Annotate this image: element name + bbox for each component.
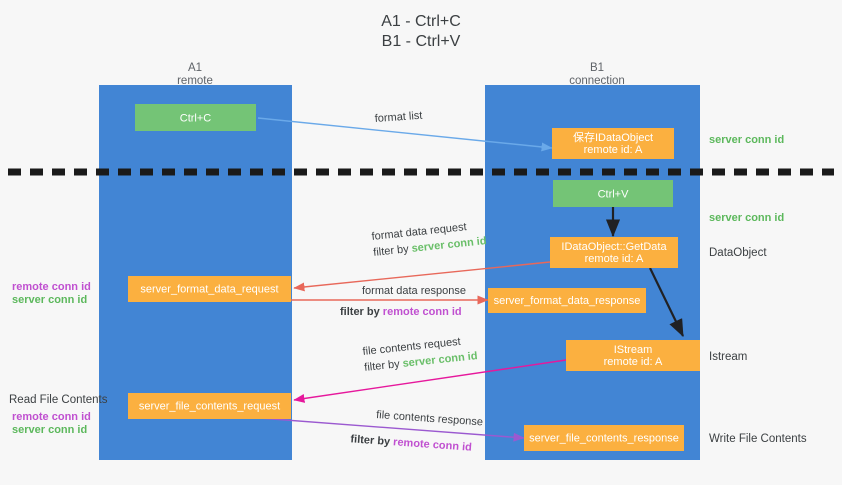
node-istream-line1: IStream	[614, 344, 653, 356]
node-ctrl-v-label: Ctrl+V	[598, 189, 630, 201]
right-label-istream: Istream	[709, 351, 747, 363]
node-server-format-data-response[interactable]: server_format_data_response	[488, 288, 646, 313]
title-line-2: B1 - Ctrl+V	[382, 33, 461, 50]
node-save-idataobject-line2: remote id: A	[584, 144, 643, 156]
node-server-format-data-response-label: server_format_data_response	[494, 295, 641, 307]
node-server-file-contents-response[interactable]: server_file_contents_response	[524, 425, 684, 451]
arrow-file-contents-request	[293, 359, 567, 403]
node-ctrl-c-label: Ctrl+C	[180, 113, 212, 125]
node-ctrl-v[interactable]: Ctrl+V	[553, 180, 673, 207]
edge-filter-format-data-response: filter by remote conn id	[340, 306, 462, 318]
left-label-remote-conn-id-1: remote conn id	[12, 281, 91, 293]
right-label-server-conn-id-top: server conn id	[709, 134, 784, 146]
node-getdata[interactable]: IDataObject::GetData remote id: A	[550, 237, 678, 268]
node-ctrl-c[interactable]: Ctrl+C	[135, 104, 256, 131]
arrow-getdata-to-istream	[649, 267, 684, 337]
right-label-write-file-contents: Write File Contents	[709, 433, 807, 445]
node-server-file-contents-request[interactable]: server_file_contents_request	[128, 393, 291, 419]
node-server-file-contents-request-label: server_file_contents_request	[139, 401, 280, 413]
title-line-1: A1 - Ctrl+C	[381, 13, 461, 30]
edge-label-format-list: format list	[374, 110, 422, 125]
node-save-idataobject[interactable]: 保存IDataObject remote id: A	[552, 128, 674, 159]
node-server-format-data-request[interactable]: server_format_data_request	[128, 276, 291, 302]
edge-filter-file-contents-response: filter by remote conn id	[350, 433, 472, 453]
left-label-remote-conn-id-2: remote conn id	[12, 411, 91, 423]
left-label-server-conn-id-1: server conn id	[12, 294, 87, 306]
lane-a1-title: A1	[188, 62, 202, 74]
lane-a1-subtitle: remote	[177, 75, 213, 87]
node-getdata-line2: remote id: A	[585, 253, 644, 265]
node-getdata-line1: IDataObject::GetData	[561, 241, 667, 253]
lane-b1-title: B1	[590, 62, 604, 74]
right-label-dataobject: DataObject	[709, 247, 767, 259]
lane-b1-subtitle: connection	[569, 75, 625, 87]
edge-label-format-data-response: format data response	[362, 285, 466, 297]
node-save-idataobject-line1: 保存IDataObject	[573, 130, 653, 144]
node-istream[interactable]: IStream remote id: A	[566, 340, 700, 371]
arrow-format-list	[257, 117, 553, 152]
arrow-format-data-request	[293, 261, 551, 292]
left-label-read-file-contents: Read File Contents	[9, 394, 108, 406]
node-server-format-data-request-label: server_format_data_request	[140, 284, 278, 296]
node-istream-line2: remote id: A	[604, 356, 663, 368]
left-label-server-conn-id-2: server conn id	[12, 424, 87, 436]
node-server-file-contents-response-label: server_file_contents_response	[529, 433, 679, 445]
right-label-server-conn-id-mid: server conn id	[709, 212, 784, 224]
